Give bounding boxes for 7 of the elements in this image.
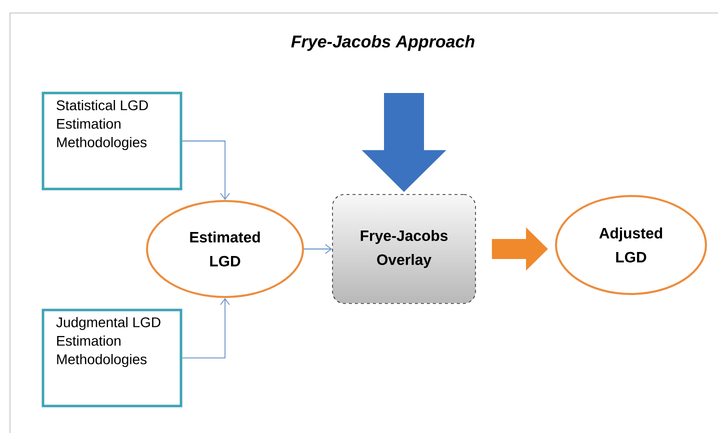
method-box: Statistical LGD Estimation Methodologies [42, 92, 182, 190]
arrow [182, 140, 230, 200]
method-box: Judgmental LGD Estimation Methodologies [42, 308, 182, 408]
overlay-box: Frye-Jacobs Overlay [332, 194, 476, 304]
arrow [182, 298, 230, 358]
arrow [304, 244, 332, 254]
title: Frye-Jacobs Approach [291, 35, 474, 51]
